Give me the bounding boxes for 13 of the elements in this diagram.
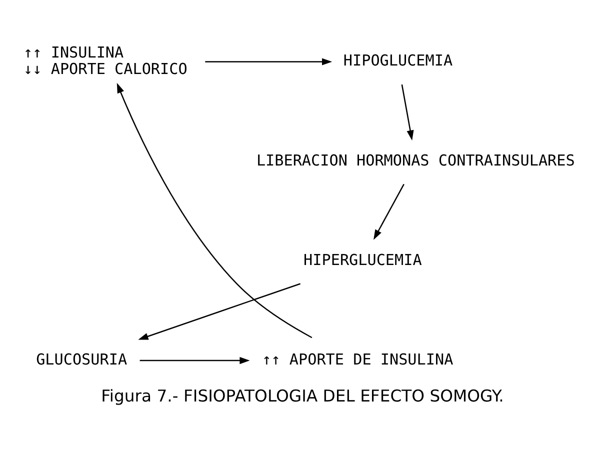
node-text: HIPERGLUCEMIA — [304, 250, 422, 268]
node-text: ↑↑ INSULINA ↓↓ APORTE CALORICO — [24, 42, 188, 78]
node-text: ↑↑ APORTE DE INSULINA — [262, 350, 454, 368]
arrow — [374, 183, 404, 240]
arrow — [116, 82, 312, 338]
node-text: HIPOGLUCEMIA — [343, 51, 453, 70]
node-text: GLUCOSURIA — [36, 350, 128, 368]
arrow — [138, 282, 301, 340]
arrow — [401, 84, 414, 140]
node-text: LIBERACION HORMONAS CONTRAINSULARES — [256, 150, 575, 169]
arrow — [205, 58, 332, 65]
arrow — [140, 356, 250, 364]
caption: Figura 7.- FISIOPATOLOGIA DEL EFECTO SOMOGY. — [101, 386, 504, 405]
